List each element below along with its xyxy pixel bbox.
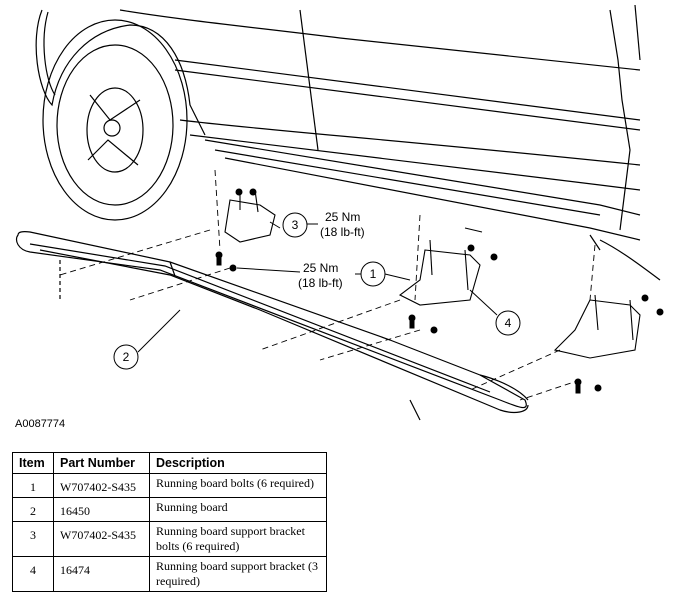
row-item: 3 [12, 521, 54, 557]
row-part-number: W707402-S435 [53, 473, 150, 498]
svg-text:1: 1 [370, 267, 377, 281]
row-description: Running board bolts (6 required) [149, 473, 327, 498]
callout-1-torque-lbft: (18 lb-ft) [298, 276, 343, 290]
callout-1: 1 25 Nm (18 lb-ft) [298, 261, 386, 290]
front-wheel [42, 19, 188, 221]
row-part-number: 16450 [53, 497, 150, 522]
row-part-number: W707402-S435 [53, 521, 150, 557]
callout-3-torque-lbft: (18 lb-ft) [320, 225, 365, 239]
header-item: Item [12, 452, 54, 474]
svg-text:3: 3 [292, 218, 299, 232]
table-row: 4 16474 Running board support bracket (3… [12, 556, 327, 592]
bolts [215, 188, 664, 394]
table-row: 3 W707402-S435 Running board support bra… [12, 521, 327, 557]
row-description: Running board [149, 497, 327, 522]
table-row: 1 W707402-S435 Running board bolts (6 re… [12, 473, 327, 498]
callout-4: 4 [495, 310, 521, 336]
vehicle-body-outline [35, 4, 661, 281]
callout-3-torque-nm: 25 Nm [325, 210, 360, 224]
parts-table: Item Part Number Description 1 W707402-S… [12, 452, 327, 592]
running-board-exploded-diagram: 1 25 Nm (18 lb-ft) 2 3 25 Nm (18 lb-ft) … [15, 4, 664, 421]
header-part-number: Part Number [53, 452, 150, 474]
row-part-number: 16474 [53, 556, 150, 592]
row-description: Running board support bracket (3 require… [149, 556, 327, 592]
row-item: 2 [12, 497, 54, 522]
callout-2: 2 [113, 344, 139, 370]
table-row: 2 16450 Running board [12, 497, 327, 522]
running-board [15, 231, 529, 421]
callout-3: 3 25 Nm (18 lb-ft) [282, 210, 365, 239]
callout-1-torque-nm: 25 Nm [303, 261, 338, 275]
row-description: Running board support bracket bolts (6 r… [149, 521, 327, 557]
leader-lines [137, 221, 498, 353]
svg-text:4: 4 [505, 316, 512, 330]
row-item: 4 [12, 556, 54, 592]
alignment-lines [59, 169, 596, 401]
table-header-row: Item Part Number Description [12, 452, 327, 474]
svg-text:2: 2 [123, 350, 130, 364]
row-item: 1 [12, 473, 54, 498]
header-description: Description [149, 452, 327, 474]
figure-id: A0087774 [15, 418, 66, 430]
